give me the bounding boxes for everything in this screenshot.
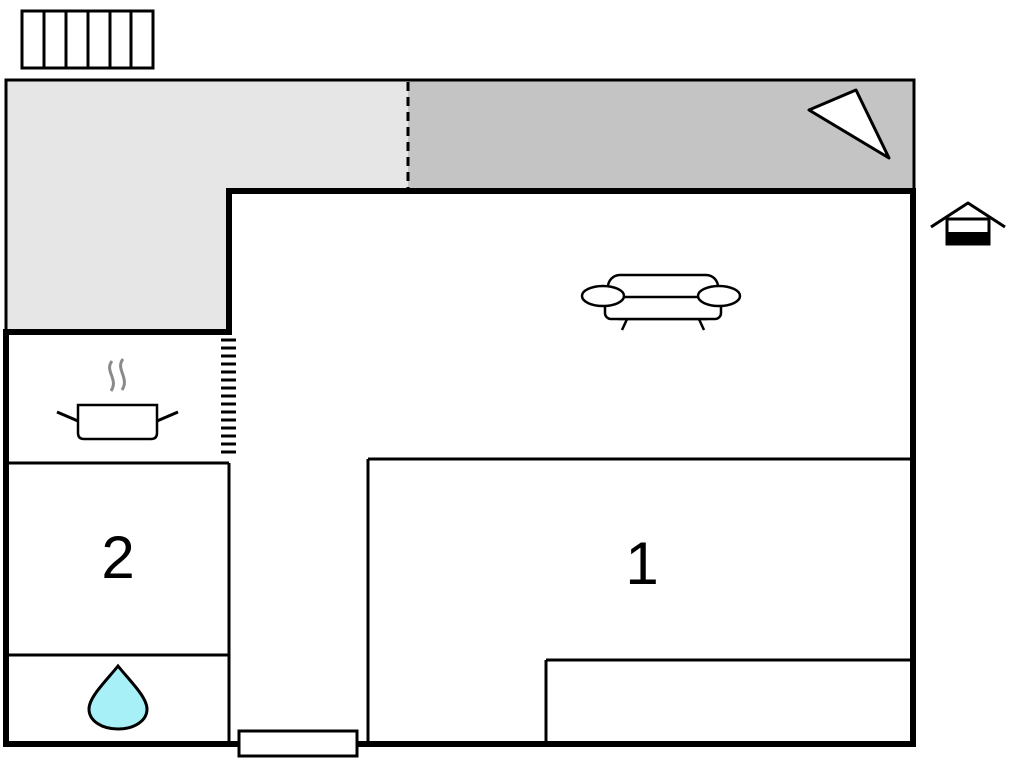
house-icon — [930, 201, 1006, 246]
terrace-dark-area — [408, 80, 914, 191]
hatched-opening — [221, 338, 236, 454]
interior-walls — [6, 457, 913, 744]
sofa-icon — [580, 273, 742, 331]
room-label-2: 2 — [101, 524, 134, 591]
triangle-marker-icon — [807, 88, 891, 160]
water-drop-icon — [87, 663, 149, 731]
radiator-icon — [20, 9, 155, 70]
room-label-1: 1 — [625, 530, 658, 597]
cooking-pot-icon — [56, 358, 179, 441]
terrace-outline — [4, 78, 916, 332]
door-icon — [237, 729, 359, 758]
